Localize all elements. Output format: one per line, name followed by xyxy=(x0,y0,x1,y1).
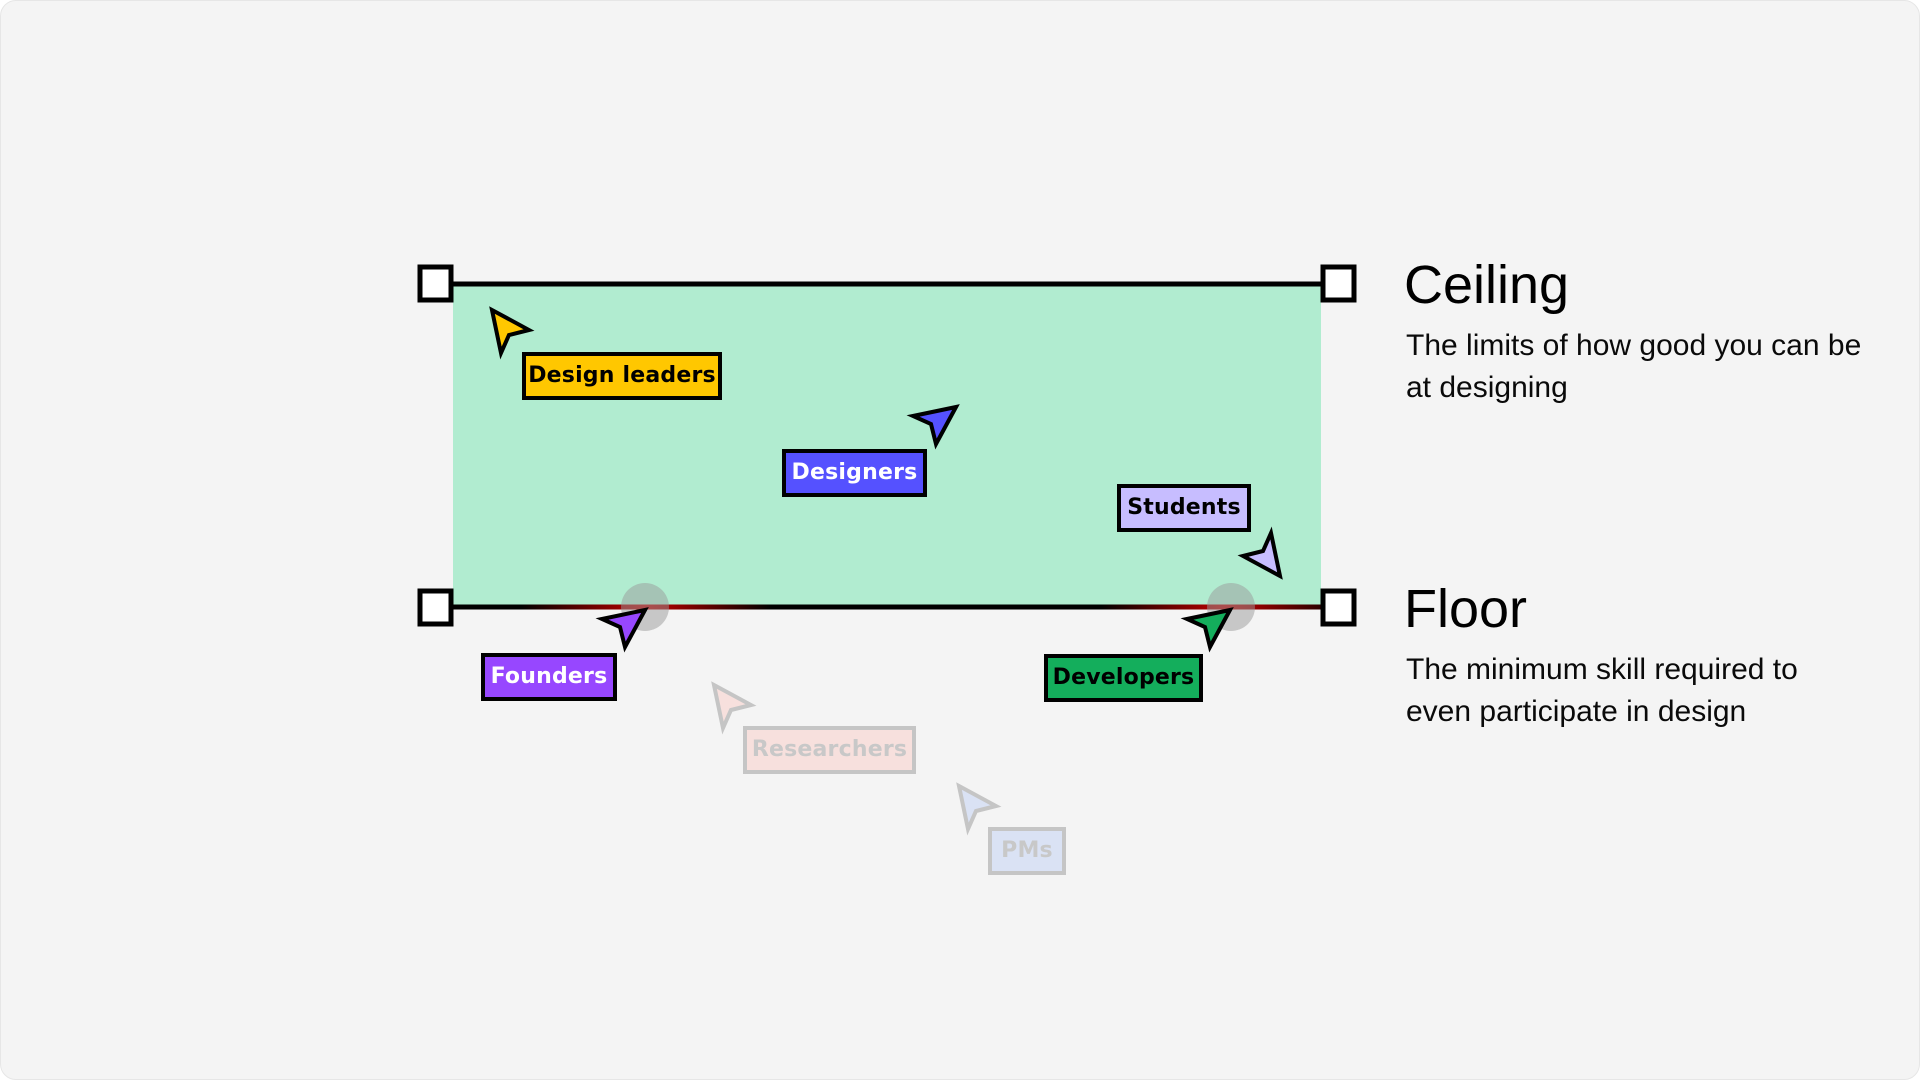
resize-handle-bottom-left[interactable] xyxy=(417,588,454,627)
tag-label: Developers xyxy=(1052,665,1195,690)
cursor-researchers-icon xyxy=(711,681,757,735)
cursor-design-leaders-icon xyxy=(489,306,535,360)
cursor-developers-icon xyxy=(1180,607,1234,653)
resize-handle-bottom-right[interactable] xyxy=(1320,588,1357,627)
cursor-founders-icon xyxy=(595,607,649,653)
tag-label: Design leaders xyxy=(528,363,716,388)
ceiling-description: The limits of how good you can be at des… xyxy=(1406,329,1862,404)
tag-label: PMs xyxy=(1001,838,1053,863)
cursor-pms-icon xyxy=(956,782,1002,836)
floor-title: Floor xyxy=(1404,579,1528,639)
tag-researchers[interactable]: Researchers xyxy=(743,726,916,774)
tag-founders[interactable]: Founders xyxy=(481,653,617,701)
ceiling-title: Ceiling xyxy=(1404,255,1570,315)
tag-label: Founders xyxy=(490,664,608,689)
floor-description: The minimum skill required to even parti… xyxy=(1406,653,1798,728)
tag-label: Designers xyxy=(791,460,918,485)
tag-students[interactable]: Students xyxy=(1117,484,1251,532)
tag-pms[interactable]: PMs xyxy=(988,827,1066,875)
cursor-students-icon xyxy=(1237,526,1283,580)
cursor-designers-icon xyxy=(906,404,960,450)
resize-handle-top-left[interactable] xyxy=(417,264,454,303)
tag-developers[interactable]: Developers xyxy=(1044,654,1203,702)
tag-label: Students xyxy=(1127,495,1241,520)
tag-design-leaders[interactable]: Design leaders xyxy=(522,352,722,400)
tag-label: Researchers xyxy=(751,737,908,762)
skill-range-band xyxy=(453,284,1321,607)
resize-handle-top-right[interactable] xyxy=(1320,264,1357,303)
tag-designers[interactable]: Designers xyxy=(782,449,927,497)
